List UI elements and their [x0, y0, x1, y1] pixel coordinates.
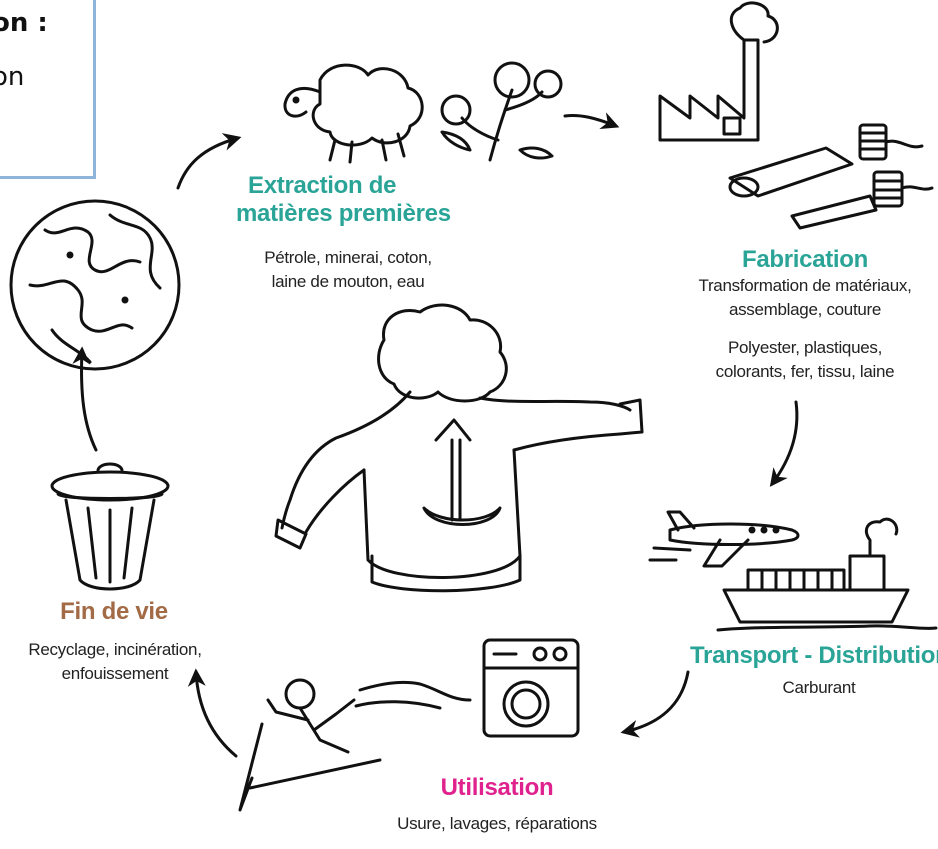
- callout-line-1: on :: [0, 8, 48, 38]
- jacket-icon: [274, 303, 644, 593]
- extraction-desc-line-2: laine de mouton, eau: [271, 272, 425, 291]
- callout-line-2: on: [0, 62, 25, 92]
- findevie-title: Fin de vie: [60, 598, 168, 625]
- transport-title: Transport - Distribution: [690, 642, 938, 669]
- thread-spool-icon: [858, 123, 934, 208]
- utilisation-title: Utilisation: [440, 774, 554, 801]
- globe-icon: [9, 199, 181, 371]
- washing-machine-icon: [482, 638, 580, 738]
- skier-icon: [238, 678, 472, 812]
- extraction-desc-line-1: Pétrole, minerai, coton,: [264, 248, 432, 267]
- trash-can-icon: [50, 462, 170, 591]
- airplane-icon: [648, 510, 800, 568]
- factory-icon: [658, 1, 779, 142]
- cotton-plant-icon: [440, 61, 563, 162]
- fabric-roll-icon: [728, 146, 878, 230]
- transport-desc: Carburant: [782, 678, 856, 697]
- arrow-fabrication-to-transport: [769, 400, 799, 487]
- cargo-ship-icon: [716, 517, 938, 632]
- sheep-icon: [283, 63, 424, 164]
- arrow-utilisation-to-findevie: [187, 668, 238, 758]
- arrow-plant-to-factory: [563, 112, 620, 130]
- findevie-desc-line-1: Recyclage, incinération,: [28, 640, 202, 659]
- fabrication-desc-line-2: assemblage, couture: [728, 300, 882, 319]
- fabrication-desc-line-4: colorants, fer, tissu, laine: [715, 362, 895, 381]
- arrow-transport-to-utilisation: [620, 670, 690, 738]
- extraction-title-line-2: matières premières: [236, 200, 451, 227]
- findevie-desc-line-2: enfouissement: [61, 664, 169, 683]
- arrow-globe-to-extraction: [176, 133, 242, 190]
- arrow-trash-to-globe: [72, 346, 98, 452]
- utilisation-desc: Usure, lavages, réparations: [397, 814, 597, 833]
- callout-box: on : on: [0, 0, 96, 179]
- fabrication-desc-line-3: Polyester, plastiques,: [727, 338, 883, 357]
- extraction-title-line-1: Extraction de: [248, 172, 397, 199]
- fabrication-title: Fabrication: [741, 246, 869, 273]
- fabrication-desc-line-1: Transformation de matériaux,: [698, 276, 912, 295]
